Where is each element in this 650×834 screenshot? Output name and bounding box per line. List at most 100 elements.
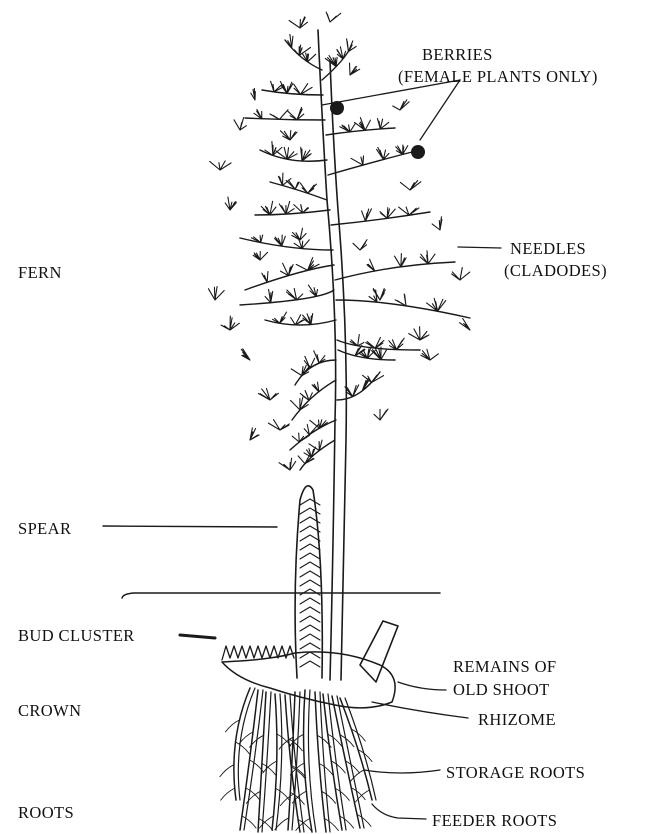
spear-scale xyxy=(300,643,320,649)
storage-roots-label: STORAGE ROOTS xyxy=(446,762,585,783)
needle-cluster xyxy=(312,382,319,392)
needle-cluster xyxy=(377,147,389,159)
feeder-root xyxy=(262,764,276,776)
needle-cluster xyxy=(308,285,317,296)
needle-cluster xyxy=(254,110,262,119)
needle-cluster xyxy=(395,254,407,267)
storage-root-edge xyxy=(345,698,376,800)
spear-scale xyxy=(300,553,320,559)
needle-cluster xyxy=(265,289,273,302)
needle-cluster xyxy=(374,409,388,420)
fern-branches xyxy=(240,40,470,470)
needle-cluster xyxy=(309,440,322,450)
needle-cluster xyxy=(420,251,435,264)
needle-cluster xyxy=(393,100,409,110)
needles-leader-line xyxy=(458,247,501,248)
needle-cluster xyxy=(273,312,287,323)
bud-cluster-shape xyxy=(222,646,294,660)
spear-scale xyxy=(300,499,320,505)
needle-cluster xyxy=(351,156,364,165)
crown-label: CROWN xyxy=(18,700,81,721)
needle-cluster xyxy=(250,428,259,440)
fern-branch xyxy=(331,212,430,225)
storage-root xyxy=(340,698,372,800)
crown-base xyxy=(222,652,395,708)
storage-root-edge xyxy=(262,692,271,832)
storage-root xyxy=(240,690,258,830)
needle-cluster xyxy=(409,327,429,340)
spear-scale xyxy=(300,598,320,604)
needle-cluster xyxy=(221,316,239,330)
needle-cluster xyxy=(350,63,360,75)
fern-branch xyxy=(240,238,333,250)
feeder-root xyxy=(263,761,277,773)
needle-cluster xyxy=(261,201,276,215)
needle-cluster xyxy=(347,39,357,52)
needle-cluster xyxy=(294,205,309,213)
needle-cluster xyxy=(291,365,310,375)
needle-cluster xyxy=(259,389,279,401)
needle-cluster xyxy=(280,131,297,141)
rhizome-label: RHIZOME xyxy=(478,709,556,730)
needle-cluster xyxy=(286,288,302,299)
fern-branch xyxy=(295,360,336,385)
needle-cluster xyxy=(280,263,293,275)
fern-label: FERN xyxy=(18,262,62,283)
needle-cluster xyxy=(325,56,337,67)
needle-cluster xyxy=(326,12,341,22)
storage-root xyxy=(258,692,266,832)
needle-cluster xyxy=(270,110,288,120)
feeder-root xyxy=(259,819,273,831)
storage-root-edge xyxy=(308,690,316,832)
spear-scale xyxy=(300,508,320,514)
spear-scale xyxy=(300,634,320,640)
fern-branch xyxy=(335,262,455,280)
needle-cluster xyxy=(279,201,294,214)
berry xyxy=(331,102,344,115)
feeder-root xyxy=(236,742,250,754)
fern-branch xyxy=(336,300,470,318)
needle-cluster xyxy=(292,433,309,442)
feeder-root xyxy=(260,816,274,828)
spear-scale xyxy=(300,661,320,667)
needle-cluster xyxy=(355,118,371,131)
needle-cluster xyxy=(301,147,311,161)
ground-line xyxy=(122,593,440,598)
needle-cluster xyxy=(292,228,306,240)
remains-label: REMAINS OF xyxy=(453,656,556,677)
needle-cluster xyxy=(253,252,267,260)
feeder-root xyxy=(280,794,294,806)
needle-cluster xyxy=(367,259,375,271)
needle-cluster xyxy=(362,209,372,221)
needle-cluster xyxy=(279,458,296,470)
needles-label-note: (CLADODES) xyxy=(504,260,607,281)
needle-cluster xyxy=(303,314,313,325)
storage-root xyxy=(304,690,312,832)
needle-cluster xyxy=(304,424,319,434)
needle-cluster xyxy=(421,349,439,360)
remains-leader-line xyxy=(398,682,446,690)
fern-branch xyxy=(270,182,327,200)
needle-cluster xyxy=(400,181,421,191)
storage-roots-leader-line xyxy=(364,770,440,773)
fern-branch xyxy=(290,420,336,450)
needle-cluster xyxy=(452,268,470,281)
needle-cluster xyxy=(225,197,236,210)
needle-cluster xyxy=(294,84,312,95)
fern-branch xyxy=(328,150,420,175)
needle-cluster xyxy=(275,235,286,246)
needle-cluster xyxy=(268,420,289,430)
bud-cluster-outline xyxy=(222,646,294,660)
needles-label: NEEDLES xyxy=(510,238,586,259)
bud-cluster-label: BUD CLUSTER xyxy=(18,625,135,646)
feeder-roots-leader-line xyxy=(372,804,426,819)
spear-scale xyxy=(300,562,320,568)
feeder-root xyxy=(322,791,336,803)
storage-root-edge xyxy=(337,696,364,828)
fern-branch xyxy=(300,440,335,470)
spear-scale xyxy=(300,571,320,577)
spear-scale xyxy=(300,580,320,586)
fern-branch xyxy=(326,128,395,135)
fern-branch xyxy=(262,90,323,95)
